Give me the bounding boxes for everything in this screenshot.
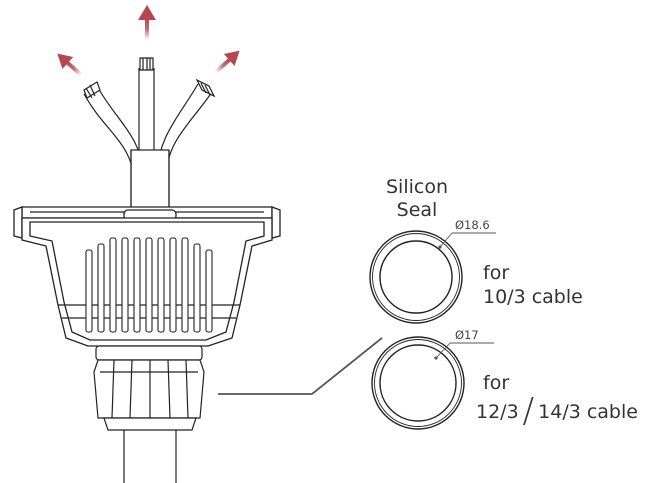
seal-title-line1: Silicon <box>385 176 448 198</box>
wires <box>83 57 216 215</box>
large-seal-ring <box>369 230 496 324</box>
small-seal-for: for <box>483 372 510 394</box>
small-seal-cable-b: 14/3 cable <box>538 401 638 423</box>
arrow-upright-icon <box>214 50 240 74</box>
arrow-up-icon <box>138 5 156 40</box>
cable-gland <box>93 345 205 483</box>
seal-title-line2: Seal <box>396 199 438 221</box>
large-seal-for: for <box>483 262 510 284</box>
small-seal-cable-a: 12/3 <box>476 401 519 423</box>
vent-slots <box>85 237 213 333</box>
large-seal-cable: 10/3 cable <box>483 286 583 308</box>
cable-slash: / <box>522 391 535 431</box>
arrow-upleft-icon <box>57 53 83 77</box>
small-seal-cable: 12/3/14/3 cable <box>476 394 638 428</box>
small-seal-diameter: Ø17 <box>455 328 479 342</box>
small-seal-ring <box>371 336 494 430</box>
large-seal-diameter: Ø18.6 <box>455 218 490 232</box>
callout-line <box>218 337 383 395</box>
